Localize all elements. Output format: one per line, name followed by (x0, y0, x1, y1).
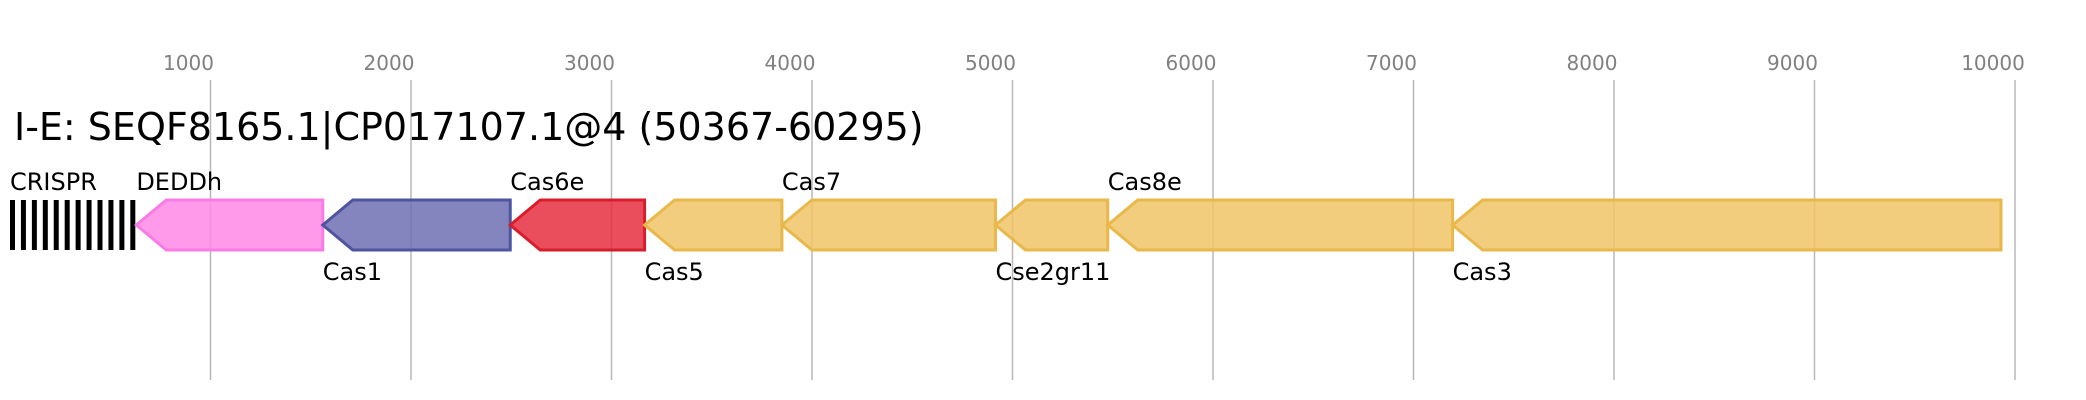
gene-label-cse2gr11: Cse2gr11 (995, 258, 1110, 286)
crispr-array: CRISPR (10, 168, 136, 250)
crispr-repeat (130, 200, 136, 250)
tick-label: 4000 (765, 51, 816, 75)
tick-label: 7000 (1366, 51, 1417, 75)
gene-arrow-cas3 (1450, 198, 2003, 252)
crispr-repeat (97, 200, 103, 250)
crispr-repeat (108, 200, 114, 250)
gene-arrow-deddh (133, 198, 325, 252)
gene-arrow-cas6e (507, 198, 647, 252)
tick-label: 10000 (1961, 51, 2025, 75)
crispr-repeat (86, 200, 92, 250)
gene-label-cas6e: Cas6e (510, 168, 584, 196)
tick-label: 9000 (1767, 51, 1818, 75)
gene-label-cas7: Cas7 (782, 168, 841, 196)
crispr-label: CRISPR (10, 168, 97, 196)
gene-label-cas1: Cas1 (323, 258, 382, 286)
tick-label: 5000 (965, 51, 1016, 75)
diagram-title: I-E: SEQF8165.1|CP017107.1@4 (50367-6029… (14, 105, 924, 150)
crispr-repeat (53, 200, 59, 250)
crispr-repeat (31, 200, 37, 250)
gene-arrow-cas5 (642, 198, 784, 252)
tick-label: 2000 (364, 51, 415, 75)
gene-label-cas3: Cas3 (1453, 258, 1512, 286)
tick-label: 1000 (163, 51, 214, 75)
crispr-repeat (20, 200, 26, 250)
gene-label-deddh: DEDDh (136, 168, 222, 196)
crispr-repeat (64, 200, 70, 250)
gene-arrow-cas7 (779, 198, 997, 252)
crispr-repeat (42, 200, 48, 250)
gene-label-cas5: Cas5 (645, 258, 704, 286)
tick-label: 3000 (564, 51, 615, 75)
tick-label: 6000 (1166, 51, 1217, 75)
tick-label: 8000 (1567, 51, 1618, 75)
crispr-repeat (75, 200, 81, 250)
crispr-repeat (119, 200, 125, 250)
gene-label-cas8e: Cas8e (1108, 168, 1182, 196)
gene-arrow-cas8e (1105, 198, 1455, 252)
crispr-repeat (10, 200, 15, 250)
gene-arrow-cas1 (320, 198, 512, 252)
